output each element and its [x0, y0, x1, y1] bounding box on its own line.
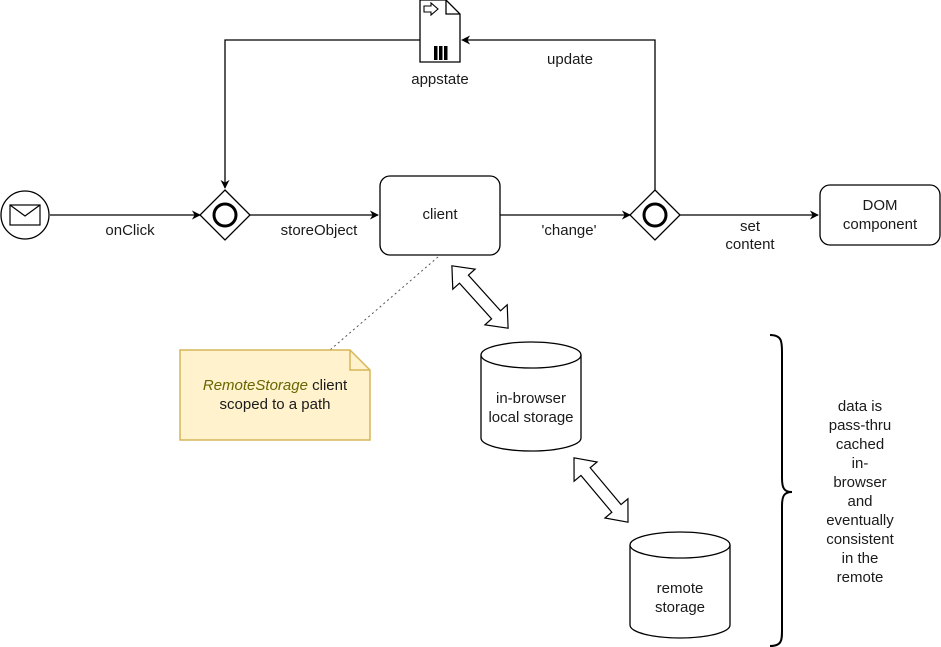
side-note-line: cached — [835, 436, 885, 453]
side-note-line: in the — [841, 550, 879, 567]
data-store-file-icon — [423, 1, 448, 60]
side-note-line: and — [847, 493, 873, 510]
dom-component-label-line2: component — [842, 216, 918, 233]
side-note-line: browser — [833, 474, 887, 491]
remote-storage-label-line1: remote — [656, 580, 704, 597]
appstate-data-object[interactable] — [419, 0, 461, 63]
store-object-label: storeObject — [280, 222, 358, 239]
note-shape[interactable] — [179, 349, 371, 441]
note-fold — [349, 350, 370, 371]
note-emphasis: RemoteStorage — [202, 377, 308, 394]
start-message-event[interactable] — [0, 190, 50, 240]
side-note-line: in- — [851, 455, 869, 472]
side-note-line: eventually — [826, 512, 894, 529]
side-note: data is pass-thru cached in- browser and… — [820, 397, 900, 587]
dom-component-task[interactable] — [819, 184, 941, 246]
edge-update[interactable] — [461, 35, 656, 190]
association-line — [329, 256, 439, 351]
local-storage-label-line2: local storage — [488, 409, 574, 426]
note-text-line2: scoped to a path — [219, 396, 331, 413]
set-content-label-line1: set — [739, 218, 761, 235]
event-gateway-2[interactable] — [629, 189, 681, 241]
annotation-brace — [769, 334, 793, 647]
side-note-line: remote — [836, 569, 884, 586]
side-note-line: data is — [837, 398, 883, 415]
side-note-line: pass-thru — [828, 417, 892, 434]
remote-storage-datastore[interactable] — [629, 531, 731, 639]
sync-arrow-local-remote — [573, 457, 629, 523]
client-label: client — [422, 206, 458, 223]
sync-arrow-client-local — [451, 265, 509, 329]
remote-storage-label-line2: storage — [654, 599, 706, 616]
local-storage-datastore[interactable] — [480, 341, 582, 452]
note-text-line1: RemoteStorage client — [203, 377, 347, 395]
onclick-label: onClick — [105, 222, 155, 239]
note-rest: client — [307, 377, 348, 394]
set-content-label-line2: content — [725, 236, 775, 253]
edge-appstate-to-gateway[interactable] — [220, 39, 420, 189]
side-note-line: consistent — [826, 531, 894, 548]
appstate-label: appstate — [411, 71, 469, 88]
update-label: update — [547, 51, 593, 68]
envelope-icon — [9, 204, 41, 226]
change-label: 'change' — [541, 222, 597, 239]
event-gateway-1[interactable] — [199, 189, 251, 241]
dom-component-label-line1: DOM — [862, 197, 898, 214]
local-storage-label-line1: in-browser — [495, 390, 567, 407]
